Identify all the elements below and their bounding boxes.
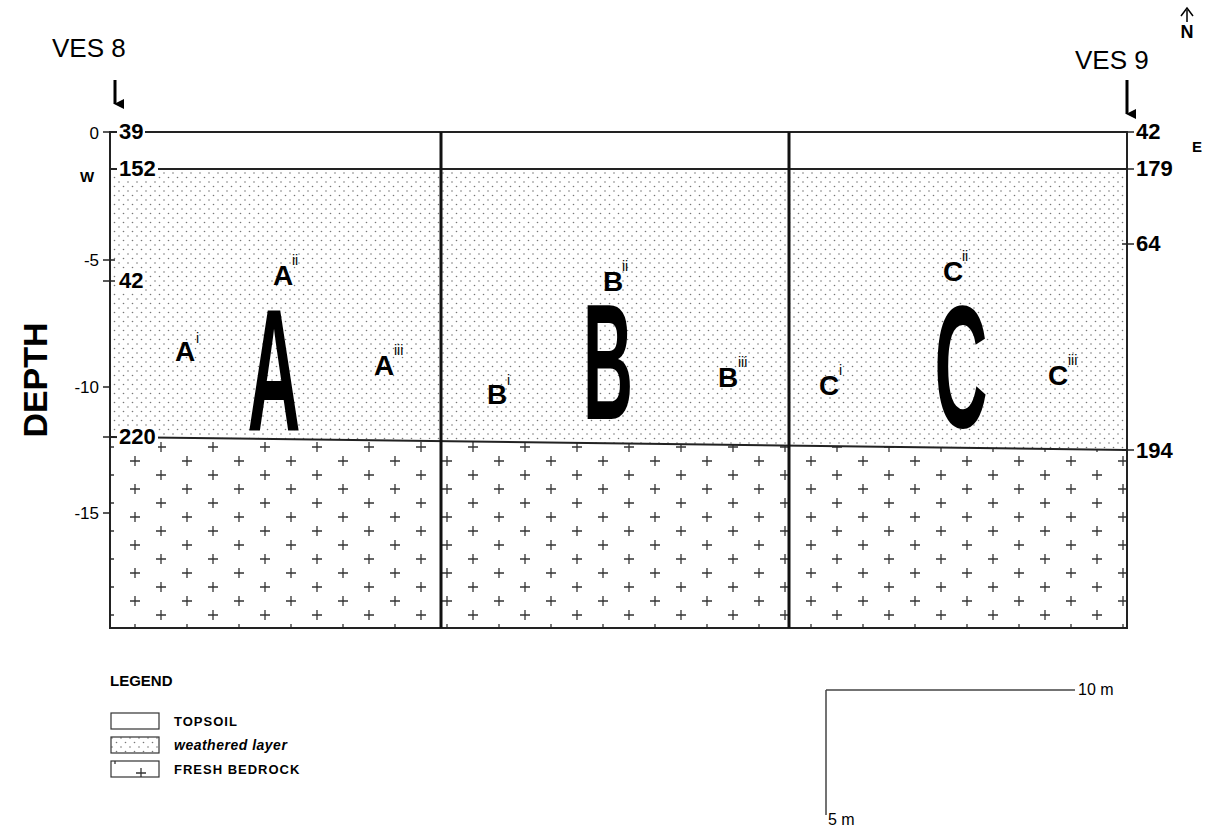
legend-row: TOPSOIL	[110, 712, 238, 730]
depth-value: 39	[117, 121, 145, 143]
axis-label: VES 9	[1075, 47, 1149, 73]
fresh-bedrock	[110, 437, 1127, 628]
zone-label: ii	[622, 259, 628, 273]
axis-label: -5	[84, 252, 99, 269]
axis-label: -10	[74, 379, 99, 396]
zone-letter: B	[583, 280, 633, 445]
depth-value: 42	[117, 270, 145, 292]
zone-label: B	[487, 381, 507, 409]
zone-label: C	[819, 372, 839, 400]
legend-row: weathered layer	[110, 736, 287, 754]
legend-swatch	[110, 712, 160, 730]
legend-row: FRESH BEDROCK	[110, 760, 300, 778]
axis-label: W	[80, 169, 94, 184]
zone-letter: A	[247, 283, 300, 458]
zone-label: i	[196, 331, 199, 345]
zone-label: A	[374, 352, 394, 380]
axis-label: -15	[74, 505, 99, 522]
zone-label: A	[175, 338, 195, 366]
zone-label: B	[718, 364, 738, 392]
depth-value: 220	[117, 426, 158, 448]
axis-label: 10 m	[1078, 682, 1114, 698]
legend-text: weathered layer	[174, 737, 287, 753]
zone-label: iii	[394, 343, 403, 357]
axis-label: LEGEND	[110, 673, 173, 688]
zone-label: iii	[1068, 353, 1077, 367]
axis-label: 5 m	[828, 812, 855, 828]
axis-label: VES 8	[52, 35, 126, 61]
axis-label: 42	[1136, 121, 1160, 143]
zone-label: i	[839, 363, 842, 377]
depth-value: 152	[117, 158, 158, 180]
legend-text: TOPSOIL	[174, 714, 238, 729]
zone-label: ii	[962, 249, 968, 263]
axis-label: 179	[1136, 158, 1173, 180]
axis-label: N	[1181, 23, 1194, 41]
axis-label: E	[1192, 139, 1202, 154]
zone-letter: C	[934, 279, 987, 454]
axis-label: 64	[1136, 233, 1160, 255]
zone-label: C	[1048, 362, 1068, 390]
axis-label: 194	[1136, 440, 1173, 462]
zone-label: iii	[738, 355, 747, 369]
zone-label: i	[507, 373, 510, 387]
legend-swatch	[110, 760, 160, 778]
legend-text: FRESH BEDROCK	[174, 762, 300, 777]
legend-swatch	[110, 736, 160, 754]
axis-title: DEPTH	[18, 322, 52, 437]
zone-label: ii	[292, 253, 298, 267]
axis-label: 0	[90, 125, 99, 142]
